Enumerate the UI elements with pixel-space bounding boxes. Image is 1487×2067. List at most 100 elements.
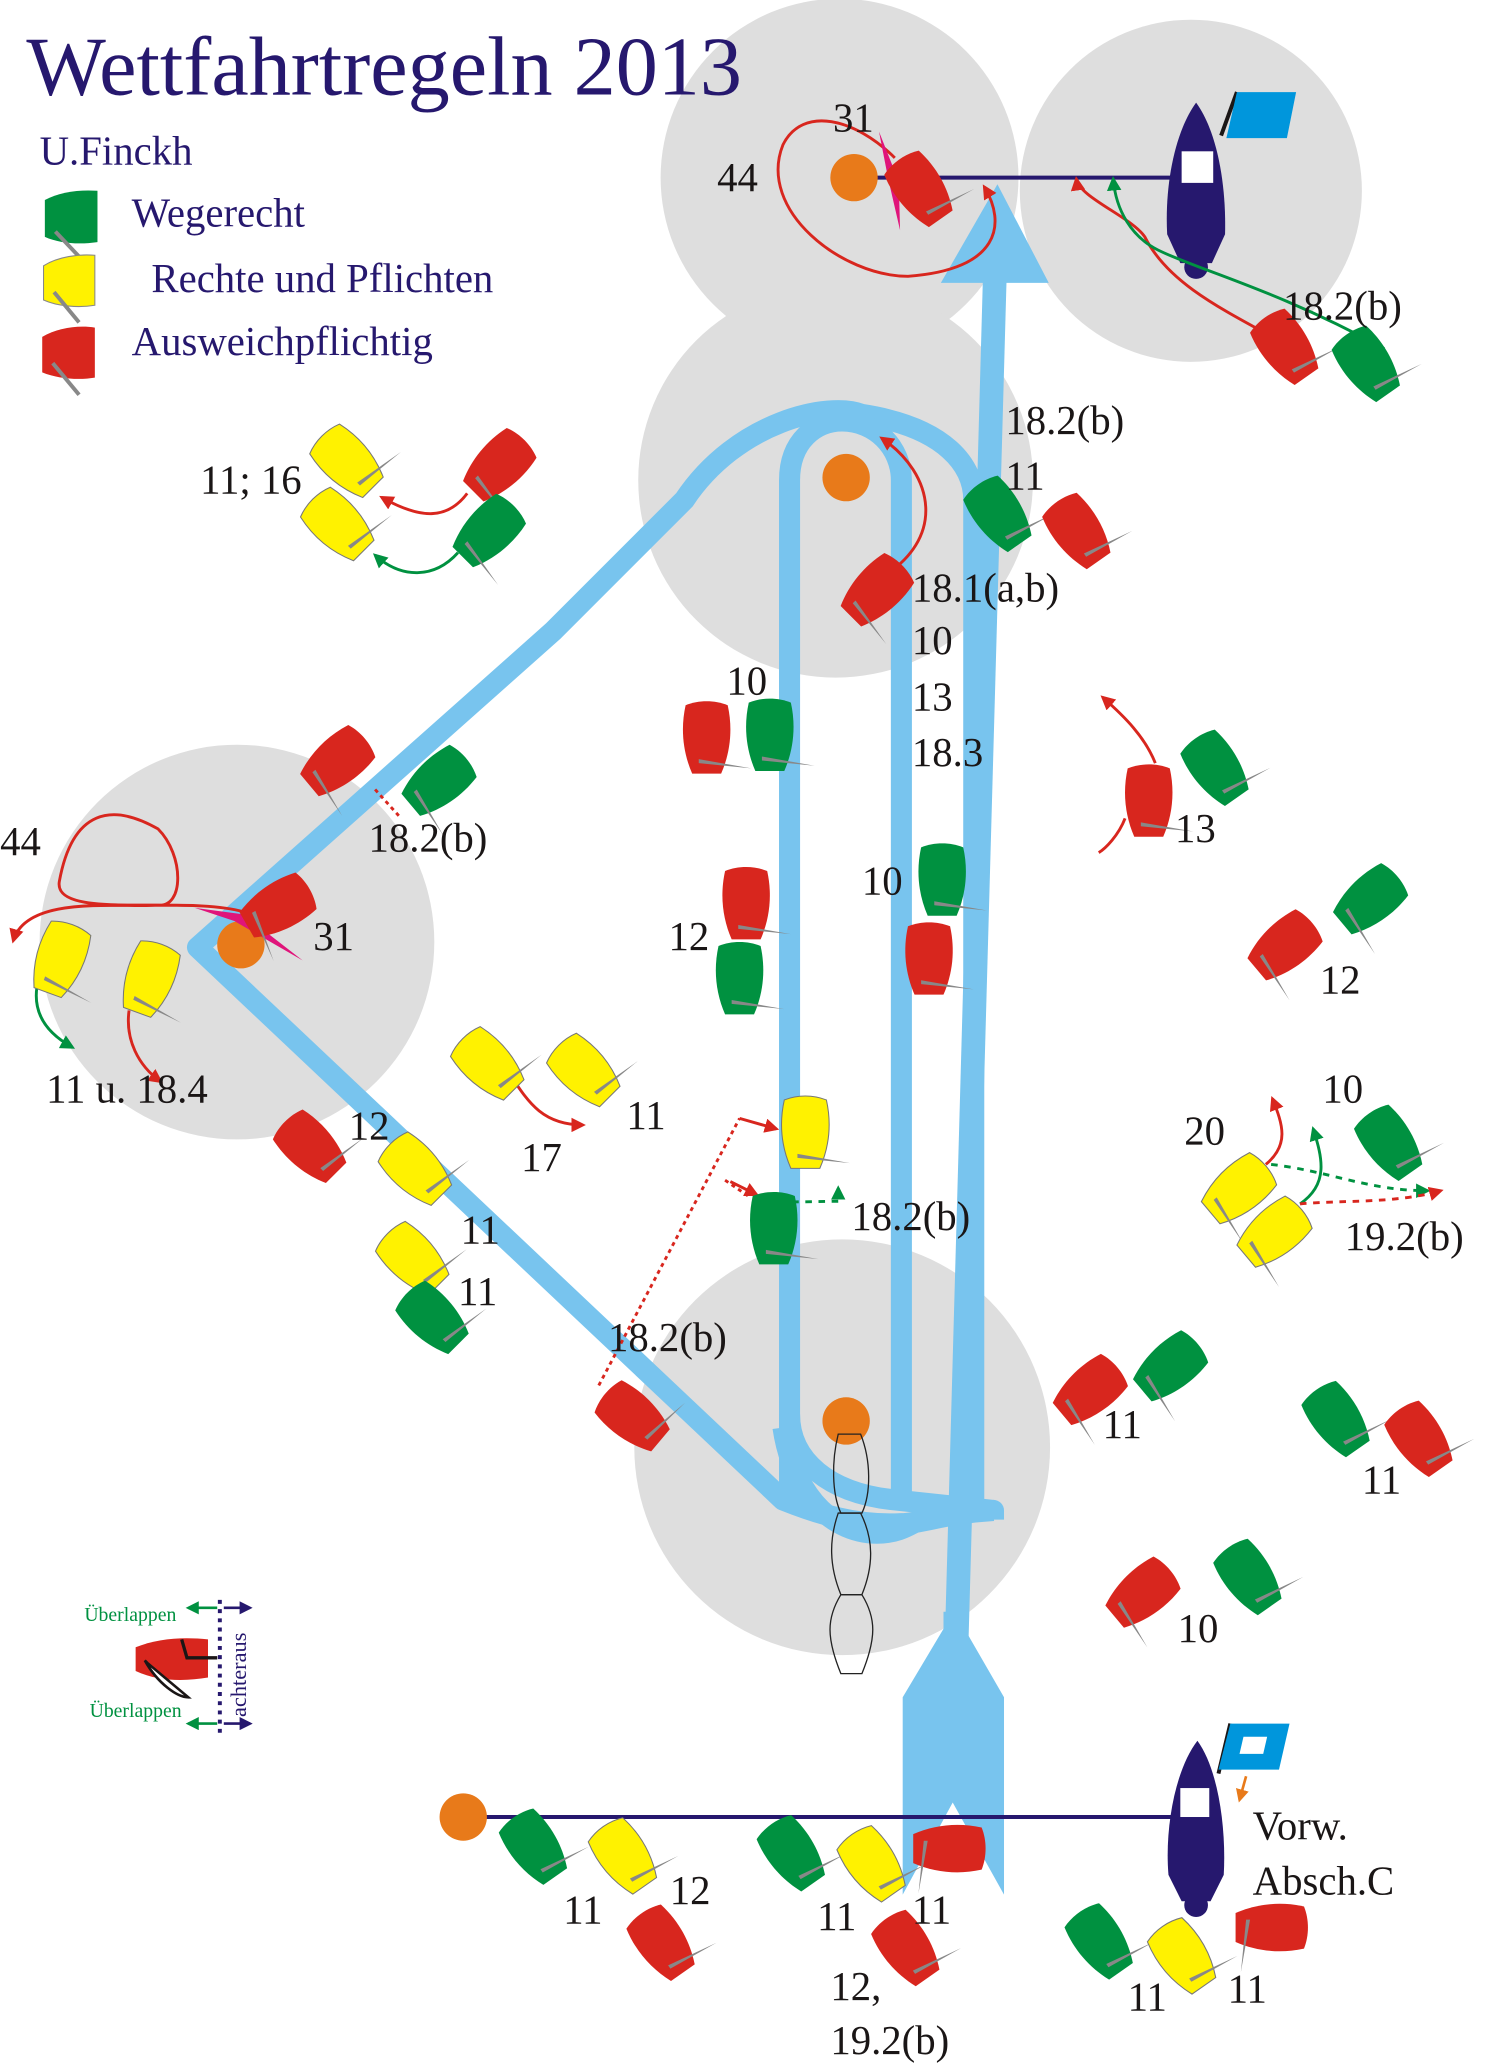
- boat-yellow-icon: [449, 1026, 542, 1101]
- yellow-boat-icon: [43, 254, 96, 307]
- boat-red-icon: [1042, 492, 1133, 570]
- legend-item-right-of-way: Wegerecht: [44, 190, 306, 258]
- sail-icon: [1213, 1197, 1244, 1244]
- hull: [756, 1815, 825, 1892]
- rule-label: 11: [1005, 453, 1044, 498]
- hull: [1353, 1104, 1423, 1182]
- rule-label: 17: [521, 1135, 562, 1180]
- boat-green-icon: [401, 744, 477, 836]
- rule-label: 11: [458, 1269, 497, 1314]
- legend-label: Rechte und Pflichten: [151, 256, 493, 301]
- sail-icon: [1343, 1419, 1392, 1445]
- boat-red-icon: [1125, 764, 1194, 837]
- sail-icon: [1004, 513, 1054, 540]
- rule-label: 13: [1175, 806, 1216, 851]
- zone-leeward-mark: [634, 1239, 1051, 1656]
- sail-icon: [765, 1249, 819, 1260]
- finish-red-path: [1070, 176, 1307, 357]
- rule-label: 18.2(b): [1005, 398, 1124, 443]
- course-inner-loop: [779, 410, 912, 1500]
- rule-label: 31: [833, 96, 874, 141]
- sail-icon: [422, 1249, 467, 1283]
- sail-icon: [644, 1402, 686, 1440]
- hull: [1213, 1538, 1282, 1616]
- flag-lowering-arrow-icon: [1236, 1775, 1249, 1803]
- cabin-icon: [1180, 1788, 1210, 1818]
- rule-label: 11: [1103, 1402, 1142, 1447]
- author: U.Finckh: [40, 128, 193, 173]
- sail-icon: [1259, 953, 1290, 1001]
- hull: [545, 1032, 621, 1108]
- blue-flag-icon: [1226, 92, 1297, 139]
- sail-icon: [1222, 767, 1271, 794]
- sail-icon: [1117, 1601, 1148, 1648]
- rule-label: 11: [817, 1894, 856, 1939]
- boat-green-icon: [395, 1280, 487, 1355]
- rule-label: 12: [670, 1868, 711, 1913]
- boat-green-icon: [750, 1192, 819, 1265]
- sail-icon: [1254, 1576, 1304, 1603]
- finish-arrow-head: [940, 184, 1049, 283]
- rule-label: 18.2(b): [369, 815, 488, 860]
- red-boat-icon: [42, 326, 95, 379]
- legend-label: Ausweichpflichtig: [132, 319, 433, 364]
- boat-green-icon: [963, 475, 1054, 553]
- sail-icon: [797, 1153, 851, 1164]
- boat-yellow-icon: [299, 486, 392, 562]
- overlap-bottom-label: Überlappen: [90, 1700, 182, 1722]
- gate-arrow-bot: [729, 1180, 760, 1196]
- hull: [1125, 764, 1173, 837]
- sail-icon: [1373, 363, 1422, 390]
- flagpole-icon: [1219, 91, 1239, 137]
- boat-red-icon: [884, 150, 975, 228]
- sail-icon: [425, 1159, 470, 1194]
- sail-icon: [1240, 1919, 1251, 1973]
- rule-label: 11: [1128, 1974, 1167, 2019]
- hull: [1247, 909, 1323, 981]
- sail-icon: [1140, 822, 1194, 832]
- rule-label: 18.3: [912, 730, 983, 775]
- wing-red-dotted: [374, 788, 400, 817]
- rule-label: 13: [912, 674, 953, 719]
- boat-green-icon: [1132, 1330, 1209, 1422]
- boat-yellow-icon: [377, 1131, 470, 1207]
- rule-label: Vorw.: [1253, 1803, 1348, 1848]
- inset-boom-icon: [180, 1638, 218, 1660]
- hull: [918, 843, 966, 916]
- hull: [1132, 1330, 1209, 1402]
- sail-icon: [1249, 1240, 1280, 1288]
- flag-window-icon: [1239, 1736, 1268, 1754]
- right20-green-dashed: [1270, 1162, 1431, 1198]
- sail-icon: [1345, 907, 1376, 955]
- boat-red-icon: [1235, 1903, 1308, 1973]
- boat-green-icon: [746, 698, 815, 772]
- wing-green-path: [34, 986, 76, 1049]
- boat-length-outlines: [829, 1433, 874, 1675]
- hull: [750, 1192, 798, 1265]
- boat-red-icon: [239, 872, 317, 962]
- boat-red-icon: [594, 1380, 686, 1452]
- pin-end-mark-icon: [439, 1793, 487, 1841]
- boat-red-icon: [905, 922, 974, 995]
- boat-yellow-icon: [1236, 1195, 1313, 1288]
- sail-icon: [1106, 1941, 1155, 1968]
- green-boat-icon: [44, 190, 98, 244]
- boat-red-icon: [1250, 308, 1341, 385]
- boat-red-icon: [840, 553, 915, 645]
- sail-icon: [918, 1840, 928, 1894]
- sail-icon: [934, 901, 987, 911]
- boat-yellow-icon: [122, 940, 181, 1023]
- legend-label: Wegerecht: [132, 190, 306, 235]
- rule-label: 18.2(b): [608, 1315, 727, 1360]
- boats: [33, 150, 1475, 1995]
- rule-label: 11: [563, 1888, 602, 1933]
- boat-red-icon: [913, 1824, 986, 1894]
- right20-red-dashed: [1299, 1186, 1444, 1206]
- sail-icon: [1291, 346, 1341, 373]
- sail-icon: [51, 361, 81, 396]
- rule-label: 10: [912, 618, 953, 663]
- boat-green-icon: [1331, 325, 1422, 403]
- hull: [905, 922, 953, 995]
- rule-label: 20: [1184, 1109, 1225, 1154]
- boat-yellow-icon: [587, 1817, 679, 1895]
